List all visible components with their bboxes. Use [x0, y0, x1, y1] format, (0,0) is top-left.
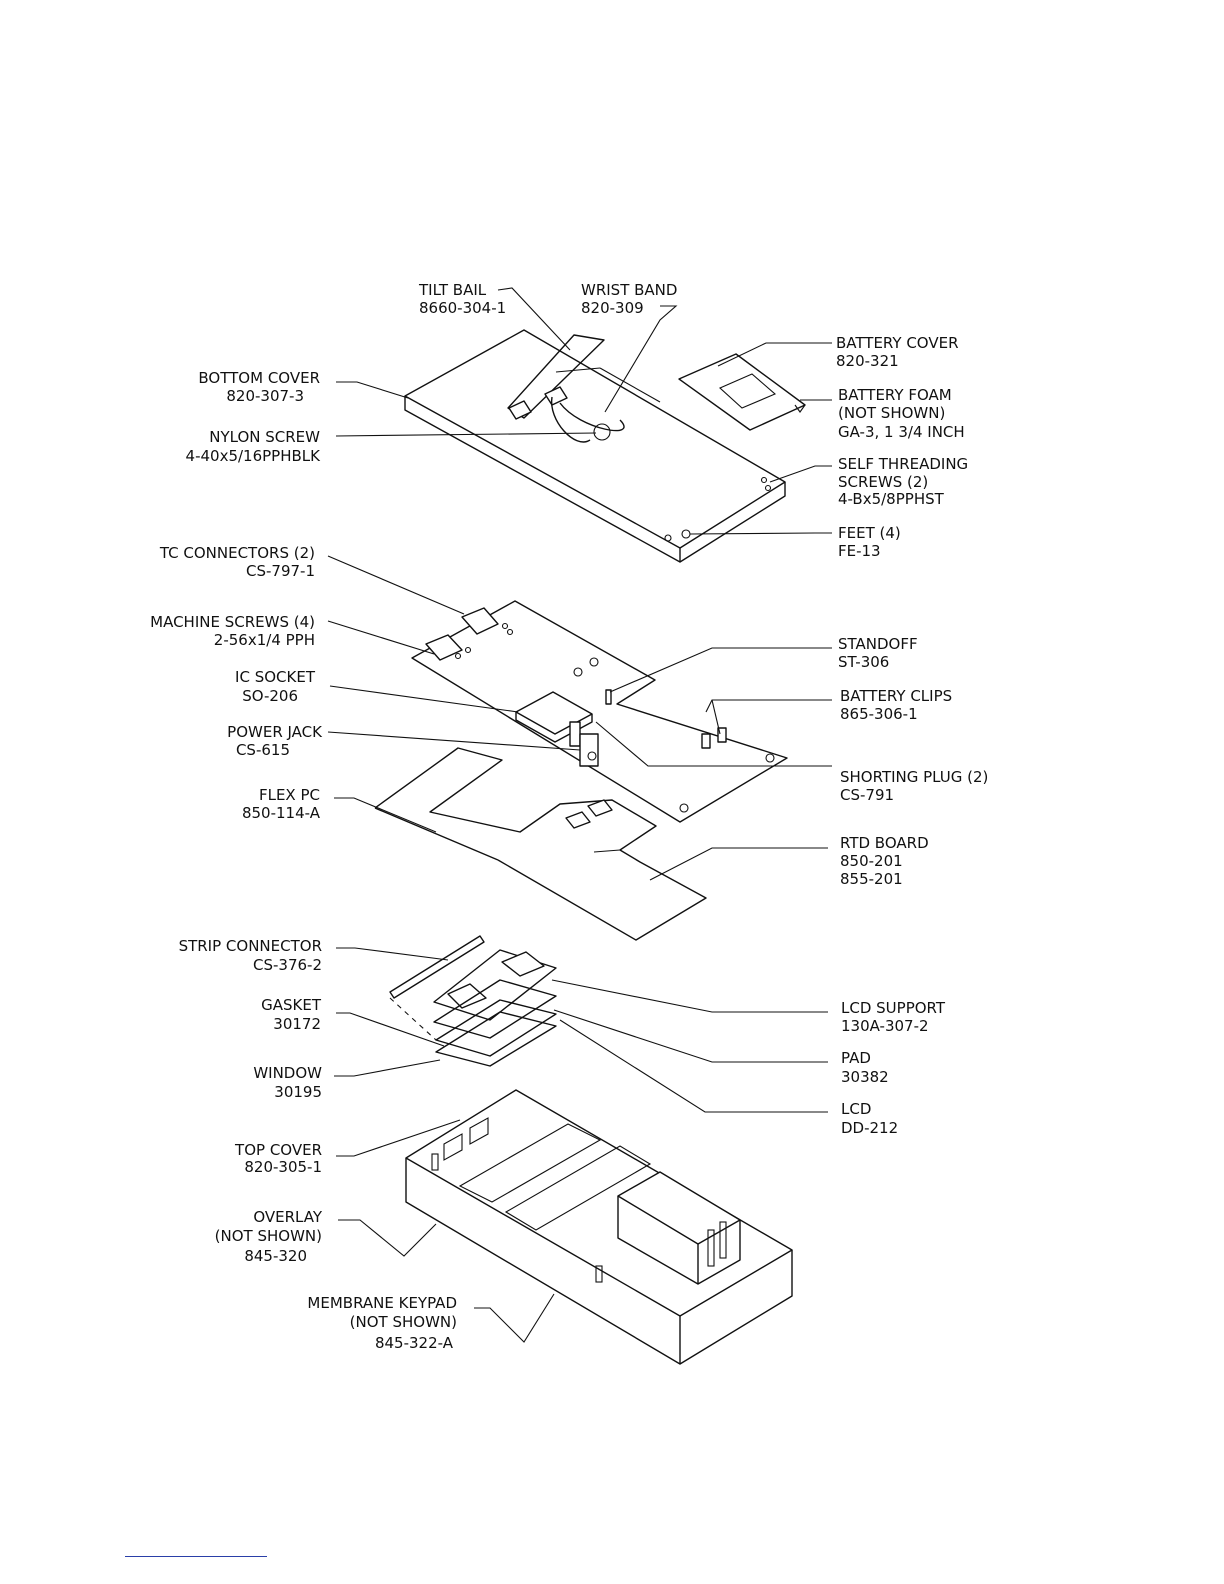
svg-text:DD-212: DD-212 [841, 1119, 898, 1137]
svg-text:4-Bx5/8PPHST: 4-Bx5/8PPHST [838, 490, 945, 508]
callout-window: WINDOW 30195 [253, 1064, 322, 1101]
svg-text:CS-615: CS-615 [236, 741, 290, 759]
footer-rule [125, 1556, 267, 1557]
svg-text:NYLON SCREW: NYLON SCREW [209, 428, 320, 446]
svg-text:CS-791: CS-791 [840, 786, 894, 804]
callout-tilt-bail: TILT BAIL 8660-304-1 [418, 281, 506, 317]
svg-text:850-201: 850-201 [840, 852, 903, 870]
svg-text:SCREWS (2): SCREWS (2) [838, 473, 928, 491]
callout-strip-connector: STRIP CONNECTOR CS-376-2 [179, 937, 322, 974]
svg-text:4-40x5/16PPHBLK: 4-40x5/16PPHBLK [186, 447, 322, 465]
svg-text:BATTERY FOAM: BATTERY FOAM [838, 386, 952, 404]
svg-text:855-201: 855-201 [840, 870, 903, 888]
callout-wrist-band: WRIST BAND 820-309 [581, 281, 677, 317]
svg-text:CS-376-2: CS-376-2 [253, 956, 322, 974]
callout-overlay: OVERLAY (NOT SHOWN) 845-320 [215, 1208, 323, 1265]
callout-lcd: LCD DD-212 [841, 1100, 898, 1137]
svg-text:GA-3, 1 3/4 INCH: GA-3, 1 3/4 INCH [838, 423, 965, 441]
svg-text:IC SOCKET: IC SOCKET [235, 668, 316, 686]
svg-text:CS-797-1: CS-797-1 [246, 562, 315, 580]
callout-self-threading-screws: SELF THREADING SCREWS (2) 4-Bx5/8PPHST [838, 455, 968, 508]
callout-ic-socket: IC SOCKET SO-206 [235, 668, 316, 705]
callout-shorting-plug: SHORTING PLUG (2) CS-791 [840, 768, 988, 804]
svg-text:WINDOW: WINDOW [253, 1064, 322, 1082]
svg-text:SHORTING PLUG (2): SHORTING PLUG (2) [840, 768, 988, 786]
svg-text:SO-206: SO-206 [242, 687, 298, 705]
svg-text:865-306-1: 865-306-1 [840, 705, 918, 723]
lcd-stack-drawing [389, 935, 557, 1067]
svg-text:SELF THREADING: SELF THREADING [838, 455, 968, 473]
callout-standoff: STANDOFF ST-306 [838, 635, 918, 671]
callout-battery-foam: BATTERY FOAM (NOT SHOWN) GA-3, 1 3/4 INC… [838, 386, 965, 441]
tilt-bail-drawing [507, 334, 661, 420]
leader-lines [327, 287, 832, 1343]
svg-text:BATTERY COVER: BATTERY COVER [836, 334, 959, 352]
svg-text:(NOT SHOWN): (NOT SHOWN) [350, 1313, 457, 1331]
svg-text:(NOT SHOWN): (NOT SHOWN) [215, 1227, 322, 1245]
svg-text:TILT BAIL: TILT BAIL [418, 281, 487, 299]
svg-text:30382: 30382 [841, 1068, 889, 1086]
svg-text:30195: 30195 [274, 1083, 322, 1101]
callout-battery-clips: BATTERY CLIPS 865-306-1 [840, 687, 952, 723]
svg-text:MACHINE SCREWS (4): MACHINE SCREWS (4) [150, 613, 315, 631]
main-pcb-drawing [411, 600, 788, 823]
svg-text:GASKET: GASKET [261, 996, 322, 1014]
svg-text:845-322-A: 845-322-A [375, 1334, 454, 1352]
callout-power-jack: POWER JACK CS-615 [227, 723, 323, 759]
callout-pad: PAD 30382 [841, 1049, 889, 1086]
svg-text:STANDOFF: STANDOFF [838, 635, 918, 653]
svg-text:LCD SUPPORT: LCD SUPPORT [841, 999, 946, 1017]
svg-text:PAD: PAD [841, 1049, 871, 1067]
battery-cover-drawing [678, 353, 806, 431]
top-cover-drawing [405, 1089, 793, 1365]
svg-text:8660-304-1: 8660-304-1 [419, 299, 506, 317]
svg-text:WRIST BAND: WRIST BAND [581, 281, 677, 299]
svg-text:850-114-A: 850-114-A [242, 804, 321, 822]
svg-text:TOP COVER: TOP COVER [234, 1141, 322, 1159]
svg-text:FE-13: FE-13 [838, 542, 881, 560]
svg-text:820-305-1: 820-305-1 [244, 1158, 322, 1176]
svg-text:STRIP CONNECTOR: STRIP CONNECTOR [179, 937, 322, 955]
callout-battery-cover: BATTERY COVER 820-321 [836, 334, 959, 370]
callout-membrane-keypad: MEMBRANE KEYPAD (NOT SHOWN) 845-322-A [307, 1294, 457, 1352]
svg-text:(NOT SHOWN): (NOT SHOWN) [838, 404, 945, 422]
svg-text:RTD BOARD: RTD BOARD [840, 834, 929, 852]
svg-text:FLEX PC: FLEX PC [259, 786, 320, 804]
svg-text:OVERLAY: OVERLAY [253, 1208, 323, 1226]
callout-gasket: GASKET 30172 [261, 996, 322, 1033]
svg-text:LCD: LCD [841, 1100, 871, 1118]
svg-text:BATTERY CLIPS: BATTERY CLIPS [840, 687, 952, 705]
svg-text:30172: 30172 [273, 1015, 321, 1033]
callout-feet: FEET (4) FE-13 [838, 524, 901, 560]
callout-nylon-screw: NYLON SCREW 4-40x5/16PPHBLK [186, 428, 322, 465]
svg-text:FEET (4): FEET (4) [838, 524, 901, 542]
svg-text:2-56x1/4 PPH: 2-56x1/4 PPH [214, 631, 315, 649]
svg-text:ST-306: ST-306 [838, 653, 889, 671]
callout-rtd-board: RTD BOARD 850-201 855-201 [840, 834, 929, 888]
svg-text:TC CONNECTORS (2): TC CONNECTORS (2) [159, 544, 315, 562]
svg-text:BOTTOM COVER: BOTTOM COVER [198, 369, 320, 387]
callout-machine-screws: MACHINE SCREWS (4) 2-56x1/4 PPH [150, 613, 315, 649]
callout-flex-pc: FLEX PC 850-114-A [242, 786, 321, 822]
callout-top-cover: TOP COVER 820-305-1 [234, 1141, 322, 1176]
bottom-cover-drawing [404, 329, 786, 563]
callout-lcd-support: LCD SUPPORT 130A-307-2 [841, 999, 946, 1035]
flex-pc-drawing [374, 747, 707, 941]
callout-bottom-cover: BOTTOM COVER 820-307-3 [198, 369, 320, 405]
svg-text:MEMBRANE KEYPAD: MEMBRANE KEYPAD [307, 1294, 457, 1312]
svg-text:845-320: 845-320 [244, 1247, 307, 1265]
callout-tc-connectors: TC CONNECTORS (2) CS-797-1 [159, 544, 315, 580]
wrist-band-drawing [550, 396, 625, 443]
svg-text:820-309: 820-309 [581, 299, 644, 317]
svg-text:130A-307-2: 130A-307-2 [841, 1017, 929, 1035]
svg-text:POWER JACK: POWER JACK [227, 723, 323, 741]
svg-text:820-321: 820-321 [836, 352, 899, 370]
svg-text:820-307-3: 820-307-3 [226, 387, 304, 405]
